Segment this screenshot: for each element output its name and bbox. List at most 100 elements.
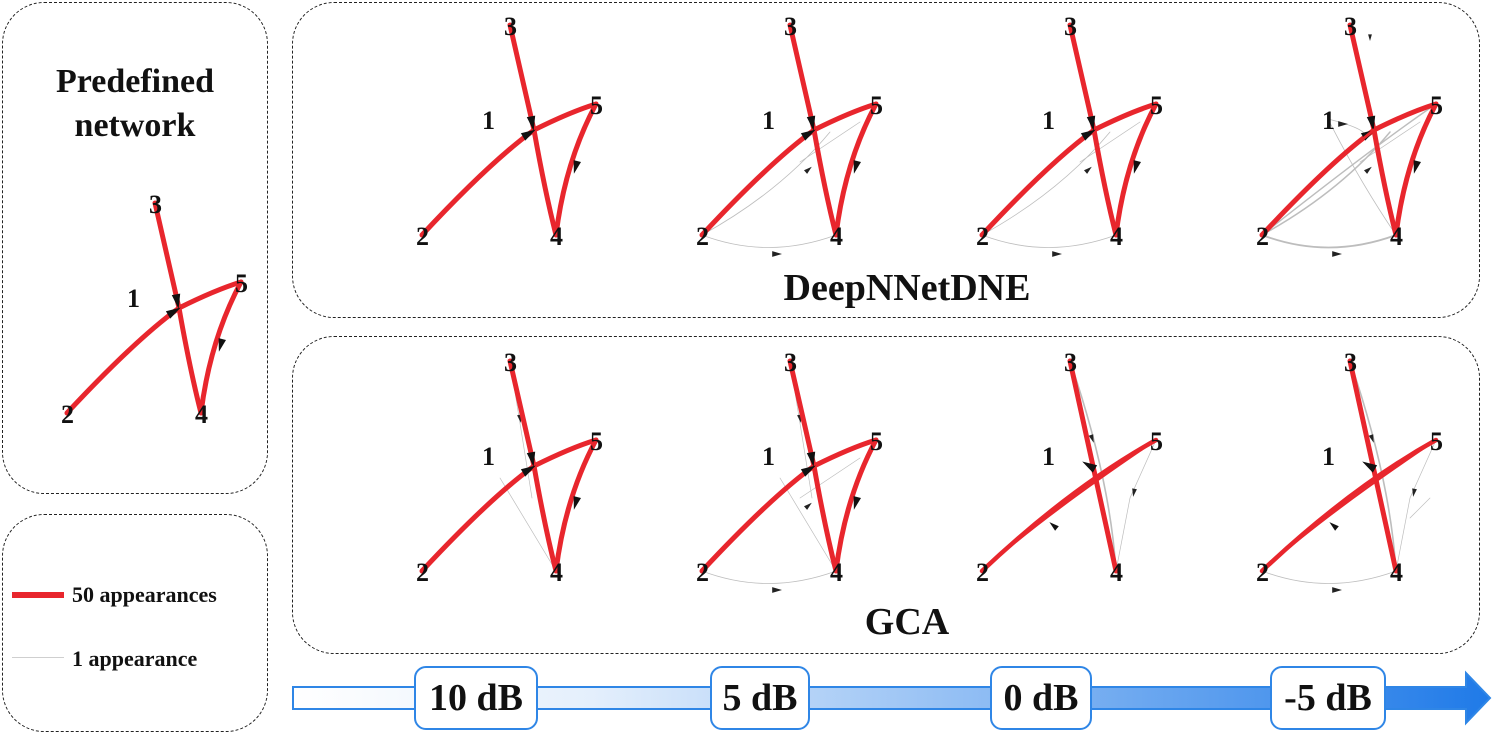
arrow-5-2 (1049, 522, 1059, 531)
strong-edge-hub-4 (531, 463, 559, 574)
strong-edge-hub-5 (1371, 101, 1439, 133)
node-label-4: 4 (195, 400, 208, 429)
strong-edge-hub-4 (531, 127, 559, 238)
node-label-3: 3 (504, 12, 517, 41)
deepnnetdne-panel (292, 2, 1480, 318)
node-label-4: 4 (830, 558, 843, 587)
node-label-1: 1 (1322, 442, 1335, 471)
weak-arrow-mid (804, 502, 812, 510)
snr-label-10db: 10 dB (414, 666, 538, 730)
weak-arrow-2-4 (1052, 251, 1062, 257)
weak-edge-mid-5 (799, 121, 861, 163)
strong-edge-3-hub (787, 358, 817, 469)
legend-thick-line (12, 592, 64, 598)
node-label-2: 2 (416, 222, 429, 251)
predefined-title-line1: Predefined (55, 63, 214, 100)
node-label-3: 3 (1064, 12, 1077, 41)
strong-edge-5-4 (1113, 101, 1159, 238)
node-label-5: 5 (590, 427, 603, 456)
arrow-5-4 (1413, 160, 1421, 174)
arrow-5-4 (218, 338, 226, 352)
snr-label-5db: 5 dB (710, 666, 810, 730)
weak-edge-mid-5 (799, 457, 861, 499)
weak-edge-5-4 (1395, 439, 1437, 572)
strong-edge-3-hub (507, 358, 537, 469)
strong-edge-2-5 (1259, 437, 1439, 574)
weak-arrow-mid (1364, 166, 1372, 174)
node-label-5: 5 (1150, 91, 1163, 120)
node-label-3: 3 (784, 348, 797, 377)
node-label-4: 4 (1110, 222, 1123, 251)
arrow-3-hub (526, 451, 536, 467)
weak-arrow-2-4 (772, 251, 782, 257)
node-label-5: 5 (1430, 91, 1443, 120)
strong-edge-5-4 (553, 101, 599, 238)
strong-edge-3-hub (1067, 22, 1097, 133)
strong-edge-2-hub (699, 463, 817, 574)
weak-edge-2-4 (1261, 570, 1397, 584)
weak-arrow-mid (804, 166, 812, 174)
strong-edge-2-5 (979, 437, 1159, 574)
weak-arrow-2-4 (1332, 251, 1342, 257)
weak-edge-mid-5 (1359, 121, 1421, 163)
gca-title: GCA (864, 601, 950, 643)
weak-arrow-mid (1084, 166, 1092, 174)
node-label-2: 2 (696, 558, 709, 587)
weak-arrow-2-4 (1332, 587, 1342, 593)
weak-arrow-3-4 (1088, 434, 1094, 443)
node-label-5: 5 (1430, 427, 1443, 456)
weak-edge-5-4 (1115, 439, 1157, 572)
strong-edge-2-hub-b (1260, 128, 1376, 237)
node-label-4: 4 (1110, 558, 1123, 587)
node-label-3: 3 (784, 12, 797, 41)
node-label-1: 1 (1042, 442, 1055, 471)
node-label-5: 5 (870, 91, 883, 120)
strong-edge-hub-5 (176, 279, 244, 311)
strong-edge-hub-4 (811, 463, 839, 574)
strong-edge-5-4 (833, 437, 879, 574)
predefined-title-line2: network (74, 107, 196, 144)
node-label-5: 5 (590, 91, 603, 120)
weak-edge-2-4 (1261, 234, 1397, 249)
weak-arrow-5-4 (1132, 488, 1137, 497)
node-label-1: 1 (762, 442, 775, 471)
weak-arrow-5-4 (1412, 488, 1417, 497)
node-label-1: 1 (127, 284, 140, 313)
deepnnetdne-title: DeepNNetDNE (783, 267, 1031, 309)
strong-edge-hub-5 (1091, 101, 1159, 133)
node-label-1: 1 (482, 106, 495, 135)
node-label-3: 3 (504, 348, 517, 377)
node-label-3: 3 (1344, 348, 1357, 377)
weak-edge-1-4 (1327, 118, 1397, 236)
arrow-3-hub (806, 451, 816, 467)
node-label-4: 4 (550, 222, 563, 251)
weak-edge-2-4 (981, 234, 1117, 248)
weak-edge-extra (1409, 497, 1431, 519)
strong-edge-5-4 (833, 101, 879, 238)
predefined-network-panel (2, 2, 268, 494)
node-label-1: 1 (482, 442, 495, 471)
arrow-3-hub (526, 115, 536, 131)
strong-edge-2-hub (419, 463, 537, 574)
strong-edge-hub-5 (811, 101, 879, 133)
snr-label-minus5db: -5 dB (1270, 666, 1386, 730)
strong-edge-5-2 (980, 438, 1158, 573)
arrow-3-hub (171, 293, 181, 309)
node-label-3: 3 (1064, 348, 1077, 377)
snr-label-0db: 0 dB (990, 666, 1092, 730)
strong-edge-hub-4 (1091, 127, 1119, 238)
node-label-5: 5 (235, 269, 248, 298)
network-graph-deep-0: 1 2 3 4 5 (416, 12, 603, 251)
strong-edge-5-4 (198, 279, 244, 416)
strong-edge-5-4 (553, 437, 599, 574)
weak-arrow-3-4 (1368, 434, 1374, 443)
node-label-4: 4 (1390, 558, 1403, 587)
strong-edge-5-4 (1393, 101, 1439, 238)
arrow-5-4 (573, 496, 581, 510)
node-label-3: 3 (1344, 12, 1357, 41)
